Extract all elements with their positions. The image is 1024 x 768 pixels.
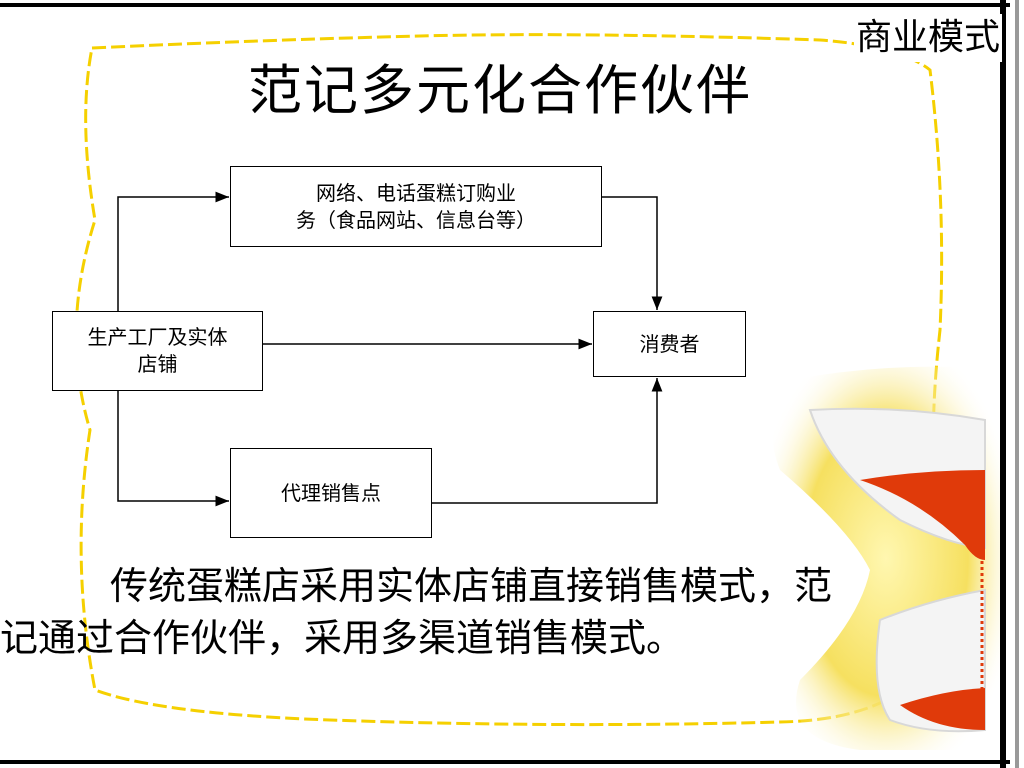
arrow-factory-to-agent bbox=[117, 391, 229, 507]
page-title: 范记多元化合作伙伴 bbox=[248, 59, 752, 122]
node-factory-line1: 生产工厂及实体 bbox=[87, 325, 228, 349]
node-online-line1: 网络、电话蛋糕订购业 bbox=[316, 180, 516, 205]
node-factory-stores: 生产工厂及实体 店铺 bbox=[52, 311, 263, 391]
arrow-agent-to-consumer bbox=[432, 378, 663, 504]
section-label: 商业模式 bbox=[853, 14, 1002, 62]
description-line2: 记通过合作伙伴，采用多渠道销售模式。 bbox=[0, 616, 685, 660]
description-line1: 传统蛋糕店采用实体店铺直接销售模式，范 bbox=[110, 564, 833, 608]
arrow-factory-to-online bbox=[117, 191, 229, 311]
node-factory-line2: 店铺 bbox=[137, 352, 178, 376]
node-agent-sales: 代理销售点 bbox=[230, 448, 432, 538]
node-consumer: 消费者 bbox=[593, 311, 746, 377]
description-text: 传统蛋糕店采用实体店铺直接销售模式，范 记通过合作伙伴，采用多渠道销售模式。 bbox=[0, 560, 990, 664]
arrow-online-to-consumer bbox=[602, 196, 663, 310]
node-online-ordering: 网络、电话蛋糕订购业 务（食品网站、信息台等） bbox=[230, 166, 602, 247]
node-consumer-label: 消费者 bbox=[639, 331, 700, 356]
node-agent-label: 代理销售点 bbox=[281, 480, 381, 505]
node-online-line2: 务（食品网站、信息台等） bbox=[296, 207, 536, 232]
